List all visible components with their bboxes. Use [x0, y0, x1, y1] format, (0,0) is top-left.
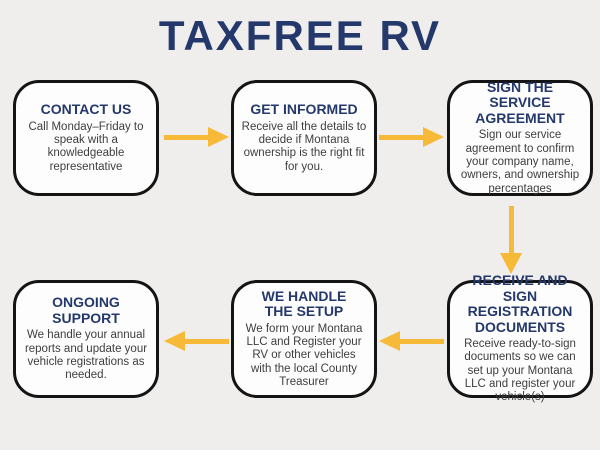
step-title: WE HANDLE THE SETUP [261, 287, 347, 320]
step-title: CONTACT US [40, 101, 132, 118]
arrow-head [423, 127, 444, 147]
step-description: We handle your annual reports and update… [24, 329, 148, 382]
arrow-right-icon [379, 127, 444, 148]
step-box-receive-sign-documents: RECEIVE AND SIGN REGISTRATION DOCUMENTS … [447, 273, 593, 403]
arrow-shaft [185, 339, 229, 344]
step-box-get-informed: GET INFORMED Receive all the details to … [231, 80, 377, 196]
arrow-left-icon [379, 331, 444, 352]
step-description: Sign our service agreement to confirm yo… [460, 129, 580, 195]
step-description: We form your Montana LLC and Register yo… [245, 322, 363, 388]
arrow-shaft [379, 135, 423, 140]
arrow-head [208, 127, 229, 147]
arrow-head [500, 253, 522, 274]
arrow-shaft [400, 339, 444, 344]
step-title: GET INFORMED [250, 101, 358, 118]
arrow-left-icon [164, 331, 229, 352]
step-box-ongoing-support: ONGOING SUPPORT We handle your annual re… [13, 280, 159, 398]
page-title: TAXFREE RV [158, 12, 442, 59]
step-box-we-handle-setup: WE HANDLE THE SETUP We form your Montana… [231, 280, 377, 398]
step-title: ONGOING SUPPORT [52, 294, 120, 326]
arrow-right-icon [164, 127, 229, 148]
step-title: RECEIVE AND SIGN REGISTRATION DOCUMENTS [467, 272, 573, 335]
arrow-head [164, 331, 185, 351]
step-box-contact-us: CONTACT US Call Monday–Friday to speak w… [13, 80, 159, 196]
step-title: SIGN THE SERVICE AGREEMENT [475, 79, 565, 126]
step-description: Receive ready-to-sign documents so we ca… [464, 337, 576, 404]
arrow-shaft [164, 135, 208, 140]
arrow-down-icon [500, 206, 522, 274]
step-description: Receive all the details to decide if Mon… [241, 120, 367, 173]
arrow-head [379, 331, 400, 351]
step-description: Call Monday–Friday to speak with a knowl… [28, 120, 144, 173]
arrow-shaft [508, 206, 514, 253]
step-box-sign-service-agreement: SIGN THE SERVICE AGREEMENT Sign our serv… [447, 79, 593, 196]
